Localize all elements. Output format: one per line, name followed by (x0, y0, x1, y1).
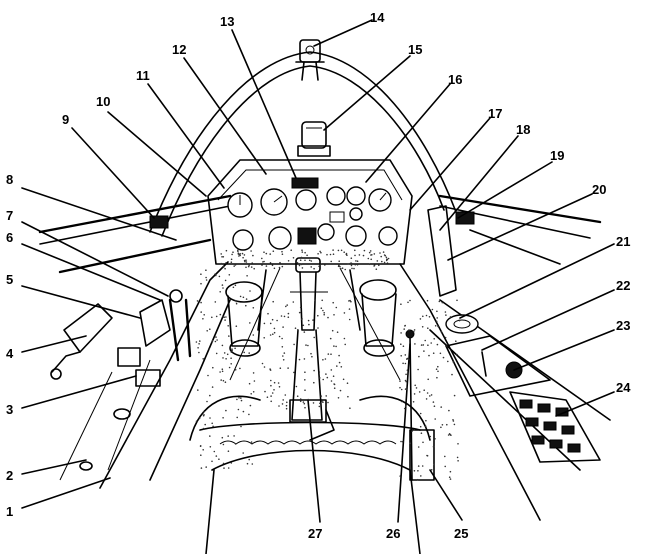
switch-block (297, 227, 317, 245)
callout-16: 16 (448, 72, 462, 87)
callout-8: 8 (6, 172, 13, 187)
callout-26: 26 (386, 526, 400, 541)
callout-12: 12 (172, 42, 186, 57)
callout-15: 15 (408, 42, 422, 57)
callout-13: 13 (220, 14, 234, 29)
callout-24: 24 (616, 380, 631, 395)
gauge-icon (326, 186, 346, 206)
cockpit-floor (59, 261, 611, 521)
gauge-icon (232, 229, 254, 251)
callout-18: 18 (516, 122, 530, 137)
callout-25: 25 (454, 526, 468, 541)
callout-17: 17 (488, 106, 502, 121)
callout-11: 11 (136, 68, 150, 83)
callout-20: 20 (592, 182, 606, 197)
mirror-icon (295, 39, 325, 81)
gauge-icon (346, 186, 366, 206)
callout-6: 6 (6, 230, 13, 245)
instrument-panel (207, 159, 413, 265)
callout-14: 14 (370, 10, 385, 25)
callout-9: 9 (62, 112, 69, 127)
callout-5: 5 (6, 272, 13, 287)
callout-22: 22 (616, 278, 630, 293)
rudder-pedal-left (225, 281, 263, 357)
callout-4: 4 (6, 346, 14, 361)
gauge-icon (345, 225, 367, 247)
cockpit-sill (38, 194, 602, 274)
callout-2: 2 (6, 468, 13, 483)
warning-lights (291, 177, 319, 189)
gunsight-icon (297, 121, 331, 157)
rudder-pedal-right (359, 279, 397, 357)
callout-3: 3 (6, 402, 13, 417)
shading-texture (195, 249, 461, 481)
canopy-latch (149, 215, 169, 229)
callout-19: 19 (550, 148, 564, 163)
leader-lines (21, 19, 615, 523)
callout-27: 27 (308, 526, 322, 541)
callout-7: 7 (6, 208, 13, 223)
right-console (405, 205, 601, 481)
seat-lever (409, 429, 435, 481)
throttle-quadrant (50, 215, 192, 471)
gauge-icon (268, 226, 292, 250)
circuit-breaker-panel (509, 391, 601, 463)
callout-10: 10 (96, 94, 110, 109)
canopy-latch (455, 211, 475, 225)
callout-21: 21 (616, 234, 630, 249)
gauge-icon (378, 226, 398, 246)
callout-1: 1 (6, 504, 13, 519)
control-stick (289, 257, 335, 441)
gauge-icon (295, 189, 317, 211)
callout-numbers: 1 2 3 4 5 6 7 8 9 10 11 12 13 14 15 16 1… (6, 10, 631, 541)
gauge-icon (317, 223, 335, 241)
canopy-frame (149, 39, 457, 237)
compass-icon (445, 314, 479, 334)
callout-23: 23 (616, 318, 630, 333)
